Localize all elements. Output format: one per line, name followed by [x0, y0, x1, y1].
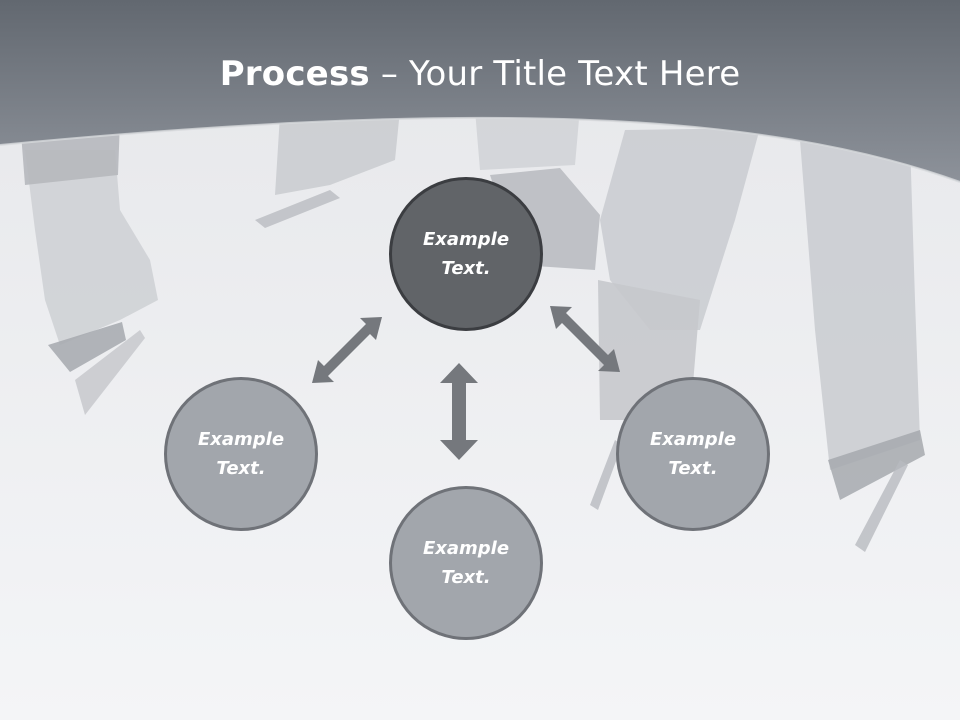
process-node-bottom[interactable]: Example Text. [389, 486, 543, 640]
double-headed-arrow-icon [550, 306, 620, 372]
process-node-left[interactable]: Example Text. [164, 377, 318, 531]
double-headed-arrow-icon [440, 363, 478, 460]
node-label: Example Text. [422, 538, 510, 588]
process-node-right[interactable]: Example Text. [616, 377, 770, 531]
title-rest: – Your Title Text Here [369, 54, 741, 94]
slide-title: Process – Your Title Text Here [0, 52, 960, 96]
node-label: Example Text. [649, 429, 737, 479]
process-node-center[interactable]: Example Text. [389, 177, 543, 331]
node-label: Example Text. [197, 429, 285, 479]
node-label: Example Text. [422, 229, 510, 279]
header-band [0, 0, 960, 183]
double-headed-arrow-icon [312, 317, 382, 383]
title-bold: Process [219, 54, 370, 94]
